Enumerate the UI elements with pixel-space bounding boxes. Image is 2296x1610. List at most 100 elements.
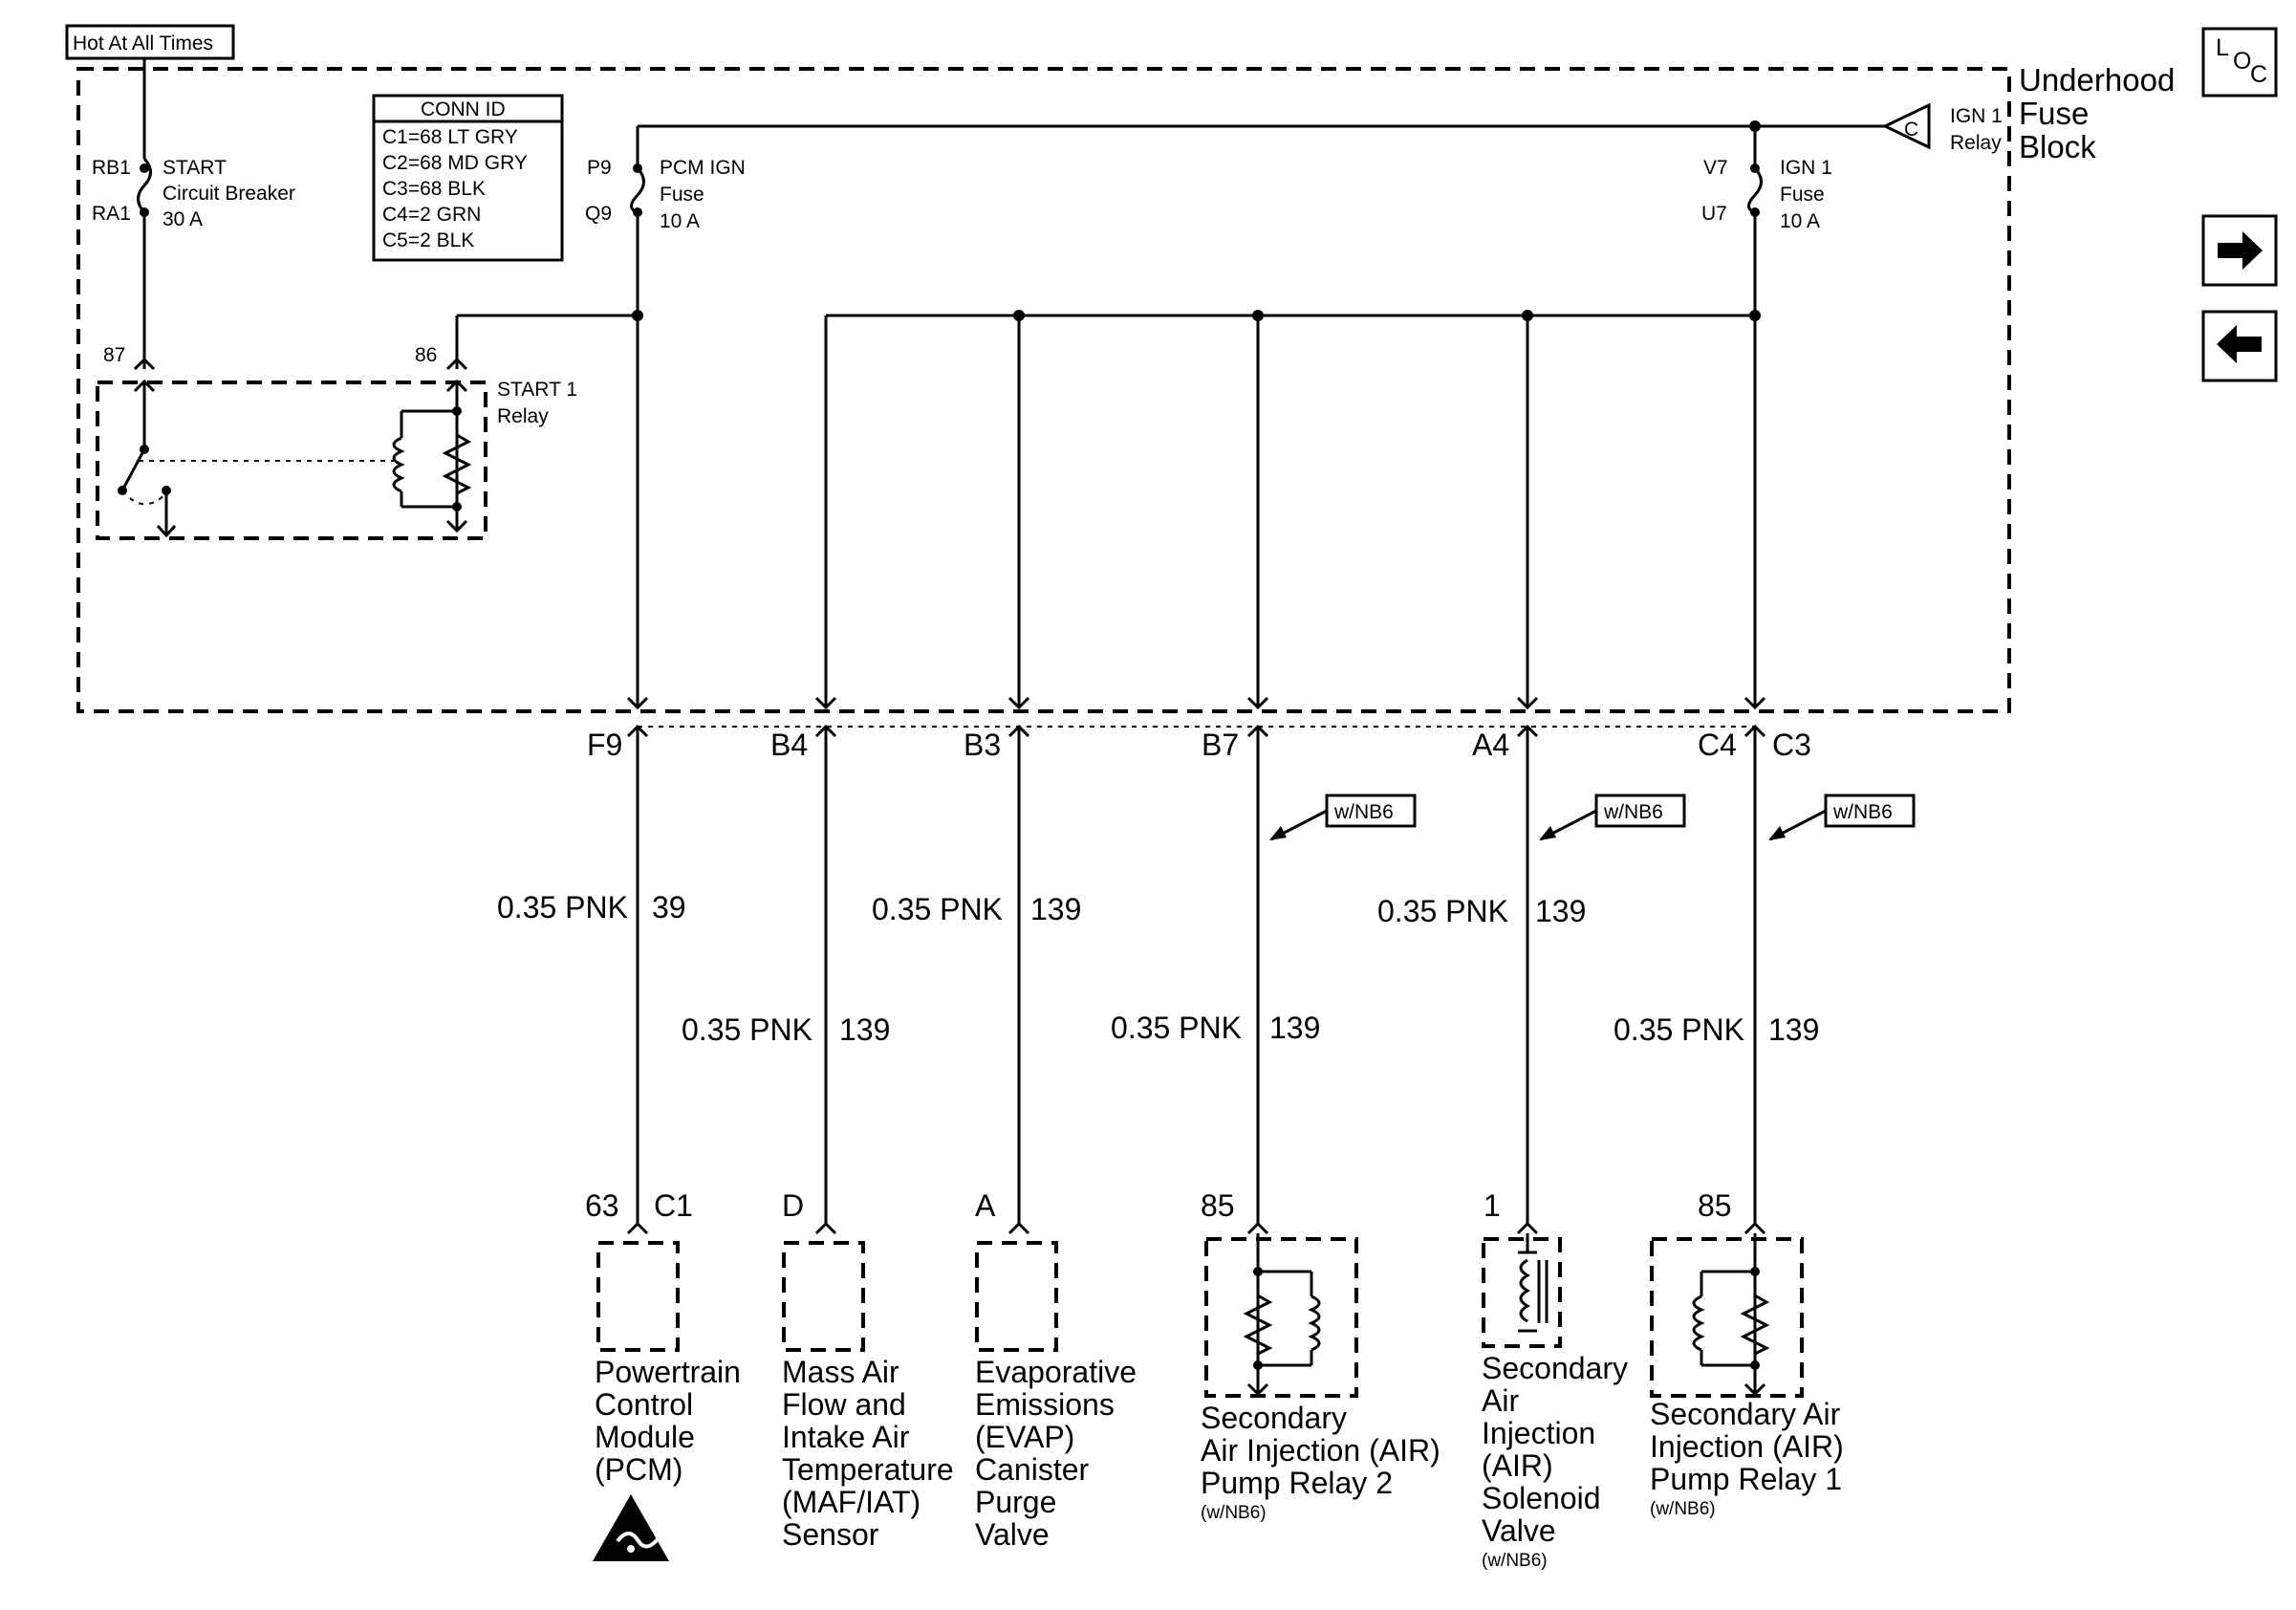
pcm-fuse-rating: 10 A: [660, 210, 700, 232]
component-air-pump-relay-1: 85 Secondary Air Injection (AIR) Pump Re…: [1650, 1188, 1844, 1519]
component-label: Secondary: [1482, 1351, 1628, 1385]
svg-text:L: L: [2216, 34, 2229, 61]
component-label: Emissions: [975, 1387, 1115, 1422]
component-air-pump-relay-2: 85 Secondary Air Injection (AIR) Pump Re…: [1201, 1188, 1440, 1523]
start-relay-pin-87: 87: [103, 344, 125, 366]
component-note: (w/NB6): [1201, 1503, 1267, 1523]
fuse-block-title-3: Block: [2019, 129, 2096, 164]
start-relay-pin-86: 86: [415, 344, 437, 366]
svg-text:C: C: [2250, 61, 2267, 88]
component-label: Intake Air: [782, 1420, 910, 1454]
start-breaker-pin-top: RB1: [92, 157, 131, 179]
component-label: Injection: [1482, 1416, 1595, 1450]
wire-color: 0.35 PNK: [682, 1012, 812, 1047]
component-label: Mass Air: [782, 1355, 899, 1389]
component-label: (PCM): [595, 1452, 682, 1487]
connector-label: C3: [1772, 728, 1811, 762]
component-connector: C1: [654, 1188, 693, 1223]
next-page-button[interactable]: [2201, 214, 2278, 287]
component-label: Air: [1482, 1383, 1519, 1418]
component-pin: D: [782, 1188, 804, 1223]
ign-fuse-pin-top: V7: [1703, 157, 1728, 179]
wire-color: 0.35 PNK: [1377, 894, 1508, 928]
svg-text:w/NB6: w/NB6: [1603, 801, 1663, 823]
start-breaker-label: Circuit Breaker: [162, 183, 295, 205]
component-label: (MAF/IAT): [782, 1485, 921, 1519]
wire-circuit: 139: [1269, 1011, 1320, 1045]
wire-color: 0.35 PNK: [1614, 1012, 1744, 1047]
ign-relay-label: Relay: [1950, 132, 2002, 154]
hot-at-all-times-label: Hot At All Times: [73, 33, 213, 54]
start-breaker-pin-bottom: RA1: [92, 203, 131, 225]
component-label: Secondary: [1201, 1401, 1347, 1435]
component-evap-purge-valve: A Evaporative Emissions (EVAP) Canister …: [975, 1188, 1137, 1552]
start-breaker-rating: 30 A: [162, 208, 203, 230]
wire-color: 0.35 PNK: [497, 890, 628, 925]
option-tag-w-nb6: w/NB6: [1539, 794, 1686, 841]
conn-id-row: C4=2 GRN: [382, 204, 481, 226]
previous-page-button[interactable]: [2201, 310, 2278, 382]
component-label: Air Injection (AIR): [1201, 1433, 1440, 1468]
component-label: (EVAP): [975, 1420, 1074, 1454]
component-maf-iat-sensor: D Mass Air Flow and Intake Air Temperatu…: [782, 1188, 954, 1552]
ign-fuse-pin-bottom: U7: [1701, 203, 1727, 225]
ign-relay-label: IGN 1: [1950, 105, 2003, 127]
wire-color: 0.35 PNK: [872, 892, 1003, 926]
pcm-fuse-label: PCM IGN: [660, 157, 746, 179]
component-pin: 85: [1201, 1188, 1235, 1223]
connector-label: A4: [1472, 728, 1509, 762]
component-label: Evaporative: [975, 1355, 1137, 1389]
component-label: Module: [595, 1420, 695, 1454]
component-note: (w/NB6): [1650, 1499, 1716, 1519]
component-label: Powertrain: [595, 1355, 741, 1389]
component-pcm: 63 C1 Powertrain Control Module (PCM): [585, 1188, 741, 1561]
component-label: Pump Relay 2: [1201, 1466, 1393, 1500]
connector-label: B7: [1202, 728, 1239, 762]
svg-text:O: O: [2233, 48, 2251, 75]
conn-id-row: C5=2 BLK: [382, 229, 474, 251]
pcm-fuse-pin-top: P9: [587, 157, 612, 179]
ign-1-relay: C IGN 1 Relay: [1749, 102, 2003, 154]
ign-fuse-rating: 10 A: [1780, 210, 1820, 232]
ign-1-fuse: V7 U7 IGN 1 Fuse 10 A: [1701, 126, 1832, 707]
ign-fuse-label: Fuse: [1780, 184, 1825, 206]
connector-label: B3: [964, 728, 1001, 762]
wire-circuit: 139: [1535, 894, 1586, 928]
conn-id-title: CONN ID: [421, 98, 506, 120]
start-relay-label: START 1: [497, 379, 577, 401]
wire-circuit: 39: [652, 890, 686, 925]
component-label: Canister: [975, 1452, 1090, 1487]
connector-label: C4: [1698, 728, 1737, 762]
wire-circuit: 139: [839, 1012, 890, 1047]
wire-circuit: 139: [1030, 892, 1081, 926]
component-label: Temperature: [782, 1452, 954, 1487]
conn-id-table: CONN ID C1=68 LT GRY C2=68 MD GRY C3=68 …: [372, 94, 564, 262]
esd-warning-icon: [593, 1494, 669, 1561]
component-label: Valve: [975, 1517, 1050, 1552]
connector-label: B4: [770, 728, 808, 762]
conn-id-row: C2=68 MD GRY: [382, 152, 528, 174]
ign-relay-symbol: C: [1904, 119, 1918, 141]
svg-text:w/NB6: w/NB6: [1832, 801, 1893, 823]
loc-button[interactable]: L O C: [2201, 27, 2278, 98]
pcm-fuse-pin-bottom: Q9: [585, 203, 612, 225]
wire-color: 0.35 PNK: [1111, 1011, 1242, 1045]
arrow-left-icon: [2217, 325, 2262, 363]
wire-labels: 0.35 PNK 39 0.35 PNK 139 0.35 PNK 139 0.…: [497, 890, 1819, 1047]
conn-id-row: C3=68 BLK: [382, 178, 486, 200]
component-label: Control: [595, 1387, 693, 1422]
start-relay-label: Relay: [497, 405, 549, 427]
fuse-block-title-2: Fuse: [2019, 96, 2089, 131]
underhood-fuse-block-outline: [76, 67, 2011, 713]
component-air-solenoid-valve: 1 Secondary Air Injection (AIR) Solenoid…: [1482, 1188, 1628, 1571]
component-pin: A: [975, 1188, 996, 1223]
component-label: Flow and: [782, 1387, 906, 1422]
pcm-fuse-label: Fuse: [660, 184, 704, 206]
component-label: Purge: [975, 1485, 1056, 1519]
ign-1-bus: [824, 310, 1761, 707]
fuse-block-title-1: Underhood: [2019, 62, 2175, 98]
component-label: Secondary Air: [1650, 1397, 1841, 1431]
hot-at-all-times-box: [65, 24, 235, 60]
component-label: (AIR): [1482, 1448, 1553, 1483]
